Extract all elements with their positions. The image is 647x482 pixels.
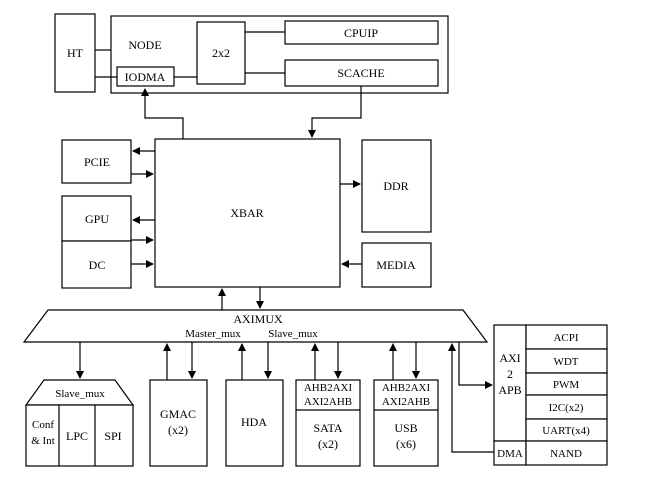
switch-2x2-label: 2x2 xyxy=(212,46,230,60)
nand-label: NAND xyxy=(550,448,582,460)
gpu-label: GPU xyxy=(85,212,109,226)
pwm-label: PWM xyxy=(553,379,580,391)
usb-cluster: AHB2AXI AXI2AHB USB (x6) xyxy=(373,379,439,467)
dma-to-aximux-arrow xyxy=(448,343,494,453)
sata-block xyxy=(295,379,361,467)
node-connections xyxy=(95,31,362,139)
usb-label-2: (x6) xyxy=(396,437,416,451)
axi2apb-label-3: APB xyxy=(498,383,521,397)
sata-axi2ahb-label: AXI2AHB xyxy=(304,396,352,408)
media-block xyxy=(361,242,432,288)
spi-label: SPI xyxy=(104,429,121,443)
acpi-label: ACPI xyxy=(553,332,578,344)
lpc-label: LPC xyxy=(66,429,88,443)
gmac-label-2: (x2) xyxy=(168,423,188,437)
scache-label: SCACHE xyxy=(337,66,384,80)
aximux-label: AXIMUX xyxy=(233,312,283,326)
uart-label: UART(x4) xyxy=(542,425,590,437)
gpu-block xyxy=(61,195,132,242)
sata-cluster: AHB2AXI AXI2AHB SATA (x2) xyxy=(295,379,361,467)
xbar-connections xyxy=(131,147,362,310)
dma-label: DMA xyxy=(497,448,523,460)
sata-label-2: (x2) xyxy=(318,437,338,451)
media-label: MEDIA xyxy=(376,258,416,272)
slave-mux-label: Slave_mux xyxy=(55,388,105,400)
dc-label: DC xyxy=(89,258,106,272)
conf-label-1: Conf xyxy=(32,419,54,431)
hda-label: HDA xyxy=(241,415,267,429)
aximux-cluster: AXIMUX Master_mux Slave_mux xyxy=(22,309,489,343)
slave-mux-devices xyxy=(25,404,134,467)
slave-mux-top-label: Slave_mux xyxy=(268,328,318,340)
axi2apb-label-2: 2 xyxy=(507,367,513,381)
switch-2x2-block xyxy=(196,21,246,85)
usb-label-1: USB xyxy=(394,421,417,435)
gmac-block xyxy=(149,379,208,467)
pcie-block xyxy=(61,139,132,184)
node-label: NODE xyxy=(128,38,161,52)
i2c-label: I2C(x2) xyxy=(549,402,584,414)
slave-mux-cluster: Slave_mux Conf & Int LPC SPI xyxy=(24,379,135,467)
xbar-block xyxy=(154,138,341,288)
i2c-block xyxy=(525,394,608,420)
master-mux-label: Master_mux xyxy=(185,328,241,340)
usb-ahb2axi-label: AHB2AXI xyxy=(382,382,431,394)
xbar-cluster: XBAR PCIE GPU DC DDR MEDIA xyxy=(61,138,432,289)
xbar-label: XBAR xyxy=(230,206,263,220)
nand-block xyxy=(525,440,608,466)
pcie-label: PCIE xyxy=(84,155,110,169)
wdt-block xyxy=(525,348,608,374)
usb-block xyxy=(373,379,439,467)
ht-label: HT xyxy=(67,46,84,60)
sata-label-1: SATA xyxy=(313,421,342,435)
ddr-block xyxy=(361,139,432,233)
hda-block xyxy=(225,379,284,467)
scache-to-xbar-arrow xyxy=(308,86,362,138)
hda-cluster: HDA xyxy=(225,379,284,467)
aximux-block xyxy=(22,309,489,343)
ddr-label: DDR xyxy=(383,179,408,193)
ht-block xyxy=(54,13,96,93)
aximux-to-axi2apb-arrow xyxy=(458,342,493,389)
conf-label-2: & Int xyxy=(31,435,55,447)
iodma-label: IODMA xyxy=(125,70,166,84)
acpi-block xyxy=(525,324,608,350)
xbar-to-iodma-arrow xyxy=(141,88,184,139)
sata-ahb2axi-label: AHB2AXI xyxy=(304,382,353,394)
aximux-connections xyxy=(76,342,494,453)
gmac-label-1: GMAC xyxy=(160,407,196,421)
gmac-cluster: GMAC (x2) xyxy=(149,379,208,467)
node-cluster: HT NODE IODMA 2x2 CPUIP SCACHE xyxy=(54,13,449,94)
cpuip-label: CPUIP xyxy=(344,26,378,40)
wdt-label: WDT xyxy=(553,356,578,368)
axi2apb-label-1: AXI xyxy=(499,351,520,365)
apb-cluster: AXI 2 APB DMA ACPI WDT PWM I2C(x2) UART(… xyxy=(493,324,608,466)
usb-axi2ahb-label: AXI2AHB xyxy=(382,396,430,408)
